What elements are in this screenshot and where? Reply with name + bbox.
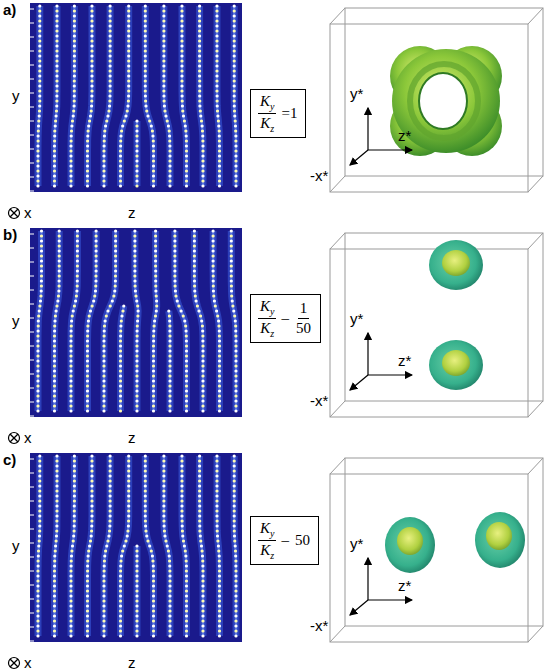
axis-label: y	[12, 88, 20, 104]
axis-label: z*	[398, 353, 411, 369]
axis-label: z*	[398, 128, 411, 144]
fraction: KyKz	[258, 520, 276, 561]
formula-text: Ky	[258, 520, 276, 541]
formula-text: 50	[295, 532, 310, 549]
atom-panel	[30, 453, 242, 642]
formula-box: KyKz–150	[250, 294, 321, 343]
formula-box: KyKz–50	[250, 516, 319, 565]
box-3d	[330, 458, 543, 642]
fraction: KyKz	[258, 93, 276, 134]
fraction: 150	[294, 300, 313, 337]
formula-text: Ky	[258, 298, 276, 319]
atom-panel	[30, 3, 242, 192]
axis-label: z*	[398, 578, 411, 594]
axis-label: y*	[350, 536, 363, 552]
axis-label: z	[128, 205, 136, 221]
formula-text: 50	[294, 319, 313, 337]
axis-label: y*	[350, 86, 363, 102]
box-3d	[330, 233, 543, 417]
axis-label: x	[24, 205, 32, 221]
axis-label: x	[24, 655, 32, 671]
axis-label: z	[128, 655, 136, 671]
formula-text: 1	[298, 300, 310, 319]
formula-text: –	[281, 310, 289, 327]
formula-text: Kz	[258, 541, 276, 561]
formula-text: =1	[281, 105, 297, 122]
axis-label: x	[24, 430, 32, 446]
formula-text: Kz	[258, 114, 276, 134]
axis-triad	[350, 108, 412, 615]
panel-letter: c)	[3, 452, 16, 468]
panel-letter: b)	[3, 227, 17, 243]
into-page-symbol	[9, 208, 20, 669]
blob-isosurface	[385, 240, 525, 573]
formula-text: –	[281, 532, 289, 549]
atom-panel	[30, 228, 242, 417]
torus-isosurface	[390, 46, 502, 156]
formula-text: Kz	[258, 319, 276, 339]
axis-label: -x*	[310, 168, 328, 184]
axis-label: -x*	[310, 393, 328, 409]
formula-box: KyKz =1	[250, 89, 306, 138]
axis-label: y*	[350, 311, 363, 327]
axis-label: -x*	[310, 618, 328, 634]
formula-text: Ky	[258, 93, 276, 114]
axis-label: y	[12, 538, 20, 554]
axis-label: y	[12, 313, 20, 329]
axis-label: z	[128, 430, 136, 446]
panel-letter: a)	[3, 2, 16, 18]
box-3d	[330, 8, 543, 192]
fraction: KyKz	[258, 298, 276, 339]
